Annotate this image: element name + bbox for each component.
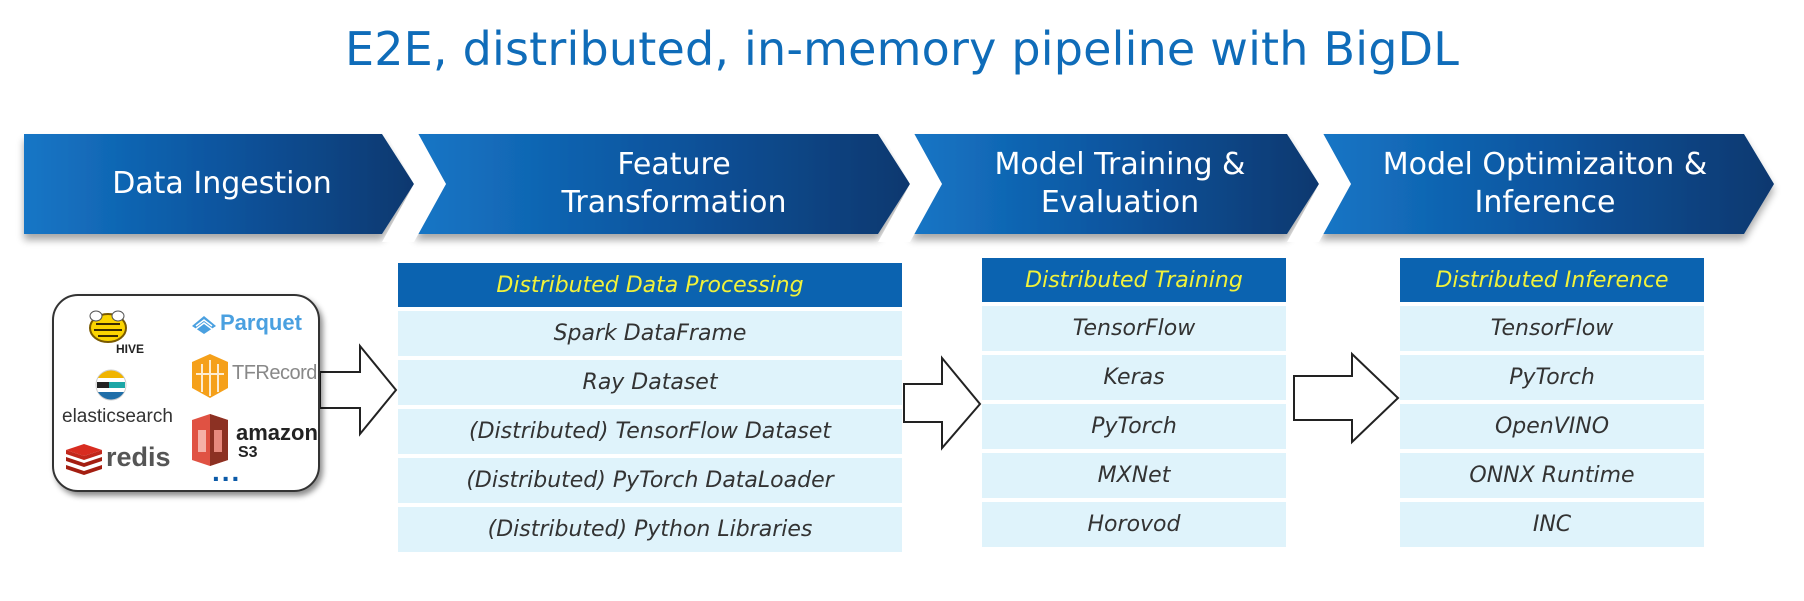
table-cell: OpenVINO — [1400, 404, 1704, 449]
table-cell: TensorFlow — [982, 306, 1286, 351]
amazon-s3-logo-icon — [192, 414, 228, 466]
amazon-label: amazon — [236, 420, 318, 445]
table-cell: PyTorch — [1400, 355, 1704, 400]
flow-arrow-1 — [319, 343, 398, 437]
table-cell: ONNX Runtime — [1400, 453, 1704, 498]
table-cell: Keras — [982, 355, 1286, 400]
stage-label-feature-transformation: Feature Transformation — [561, 147, 787, 220]
table-cell: MXNet — [982, 453, 1286, 498]
s3-label: S3 — [238, 444, 258, 461]
tensorflow-logo-icon — [192, 354, 228, 398]
table-header-training: Distributed Training — [982, 258, 1286, 302]
redis-logo-icon — [66, 444, 102, 475]
elasticsearch-label: elasticsearch — [62, 406, 173, 427]
parquet-label: Parquet — [220, 310, 302, 335]
stage-chevron-2 — [414, 134, 910, 234]
table-training: Distributed Training TensorFlow Keras Py… — [982, 258, 1286, 547]
stage-label-model-optimization: Model Optimizaiton & Inference — [1382, 147, 1708, 220]
table-cell: Horovod — [982, 502, 1286, 547]
stage-label-data-ingestion: Data Ingestion — [112, 166, 332, 201]
page-title: E2E, distributed, in-memory pipeline wit… — [344, 22, 1460, 76]
table-header-inference: Distributed Inference — [1400, 258, 1704, 302]
hive-logo-icon — [89, 310, 127, 343]
parquet-logo-icon — [192, 316, 216, 334]
table-cell: TensorFlow — [1400, 306, 1704, 351]
table-data-processing: Distributed Data Processing Spark DataFr… — [398, 263, 902, 552]
redis-label: redis — [106, 442, 171, 472]
data-sources-box: HIVE Parquet elasticsearch TFRecord redi… — [52, 294, 320, 492]
stage-chevron-3 — [910, 134, 1319, 234]
table-cell: (Distributed) PyTorch DataLoader — [398, 458, 902, 503]
table-cell: Ray Dataset — [398, 360, 902, 405]
stage-chevron-1 — [24, 134, 414, 234]
more-sources-ellipsis: ... — [212, 456, 242, 487]
table-cell: Spark DataFrame — [398, 311, 902, 356]
table-inference: Distributed Inference TensorFlow PyTorch… — [1400, 258, 1704, 547]
stage-chevron-4 — [1319, 134, 1774, 234]
table-cell: PyTorch — [982, 404, 1286, 449]
flow-arrow-3 — [1293, 351, 1400, 445]
hive-label: HIVE — [116, 342, 145, 356]
table-header-data-processing: Distributed Data Processing — [398, 263, 902, 307]
flow-arrow-2 — [903, 355, 982, 451]
table-cell: (Distributed) TensorFlow Dataset — [398, 409, 902, 454]
stage-label-model-training: Model Training & Evaluation — [994, 147, 1246, 220]
table-cell: (Distributed) Python Libraries — [398, 507, 902, 552]
table-cell: INC — [1400, 502, 1704, 547]
elasticsearch-logo-icon — [95, 369, 127, 401]
tfrecord-label: TFRecord — [232, 362, 317, 384]
